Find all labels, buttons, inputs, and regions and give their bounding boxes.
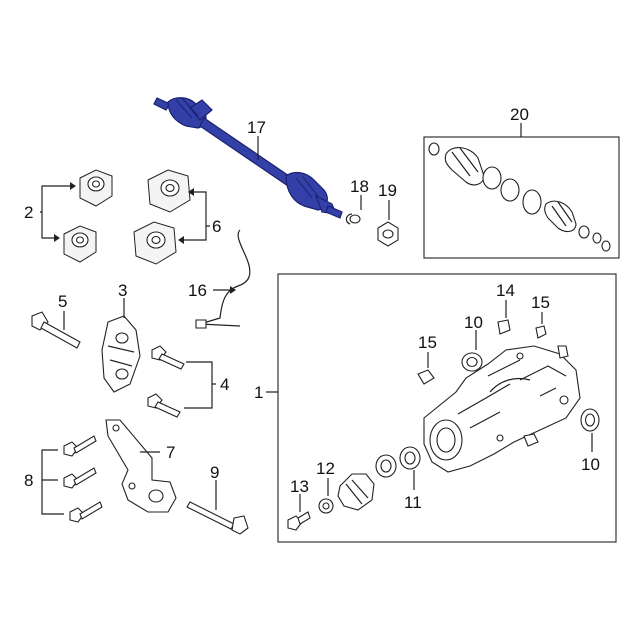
snap-ring-part[interactable]: [346, 214, 361, 224]
callout-10-upper: 10: [464, 313, 483, 332]
callout-2: 2: [24, 203, 33, 222]
arrows-2: [54, 182, 76, 242]
axle-nut-part[interactable]: [377, 221, 399, 247]
boot-kit-parts[interactable]: [428, 142, 611, 252]
leader-8: [40, 450, 64, 514]
bushing-upper-part[interactable]: [79, 169, 113, 207]
arrow-16: [230, 286, 236, 294]
bushing-upper-right-part[interactable]: [147, 169, 191, 213]
callout-4: 4: [220, 375, 229, 394]
leader-2: [40, 185, 74, 239]
plug-upper-part[interactable]: [535, 325, 547, 339]
callout-10-right: 10: [581, 455, 600, 474]
bolt-8b-part[interactable]: [63, 467, 97, 489]
long-bolt-9-part[interactable]: [186, 501, 249, 535]
bushing-lower-right-part[interactable]: [133, 221, 177, 265]
plug-left-part[interactable]: [417, 369, 435, 385]
callout-9: 9: [210, 463, 219, 482]
bolt-lower-part[interactable]: [147, 393, 181, 418]
callout-6: 6: [212, 217, 221, 236]
leader-4: [184, 361, 216, 409]
callout-15-upper: 15: [531, 293, 550, 312]
callout-18: 18: [350, 177, 369, 196]
differential-box: [277, 273, 617, 543]
mount-bracket-part[interactable]: [101, 315, 141, 393]
axle-shaft-part[interactable]: [153, 97, 343, 219]
bracket-plate-part[interactable]: [105, 419, 177, 513]
callout-11: 11: [404, 493, 422, 512]
leader-6: [180, 191, 210, 241]
breather-part[interactable]: [497, 319, 511, 335]
callout-19: 19: [378, 181, 397, 200]
bolt-8a-part[interactable]: [63, 435, 97, 457]
callout-14: 14: [496, 281, 515, 300]
bolt-13-part[interactable]: [287, 511, 311, 531]
callout-5: 5: [58, 292, 67, 311]
pinion-flange-part[interactable]: [318, 473, 375, 514]
callout-3: 3: [118, 281, 127, 300]
callout-1: 1: [254, 383, 263, 402]
bearing-11-part[interactable]: [375, 446, 421, 478]
callout-7: 7: [166, 443, 175, 462]
bolt-upper-part[interactable]: [151, 345, 185, 370]
callout-8: 8: [24, 471, 33, 490]
callout-16: 16: [188, 281, 207, 300]
callout-12: 12: [316, 459, 335, 478]
differential-housing-part[interactable]: [423, 345, 581, 473]
long-bolt-part[interactable]: [31, 311, 81, 349]
callout-15-left: 15: [418, 333, 437, 352]
seal-upper-part[interactable]: [461, 352, 483, 372]
bolt-8c-part[interactable]: [69, 501, 103, 523]
callout-20: 20: [510, 105, 529, 124]
seal-right-part[interactable]: [580, 408, 600, 432]
bushing-lower-part[interactable]: [63, 225, 97, 263]
vent-hose-part[interactable]: [195, 229, 251, 329]
callout-17: 17: [247, 118, 266, 137]
arrows-6: [178, 188, 194, 244]
callout-13: 13: [290, 477, 309, 496]
